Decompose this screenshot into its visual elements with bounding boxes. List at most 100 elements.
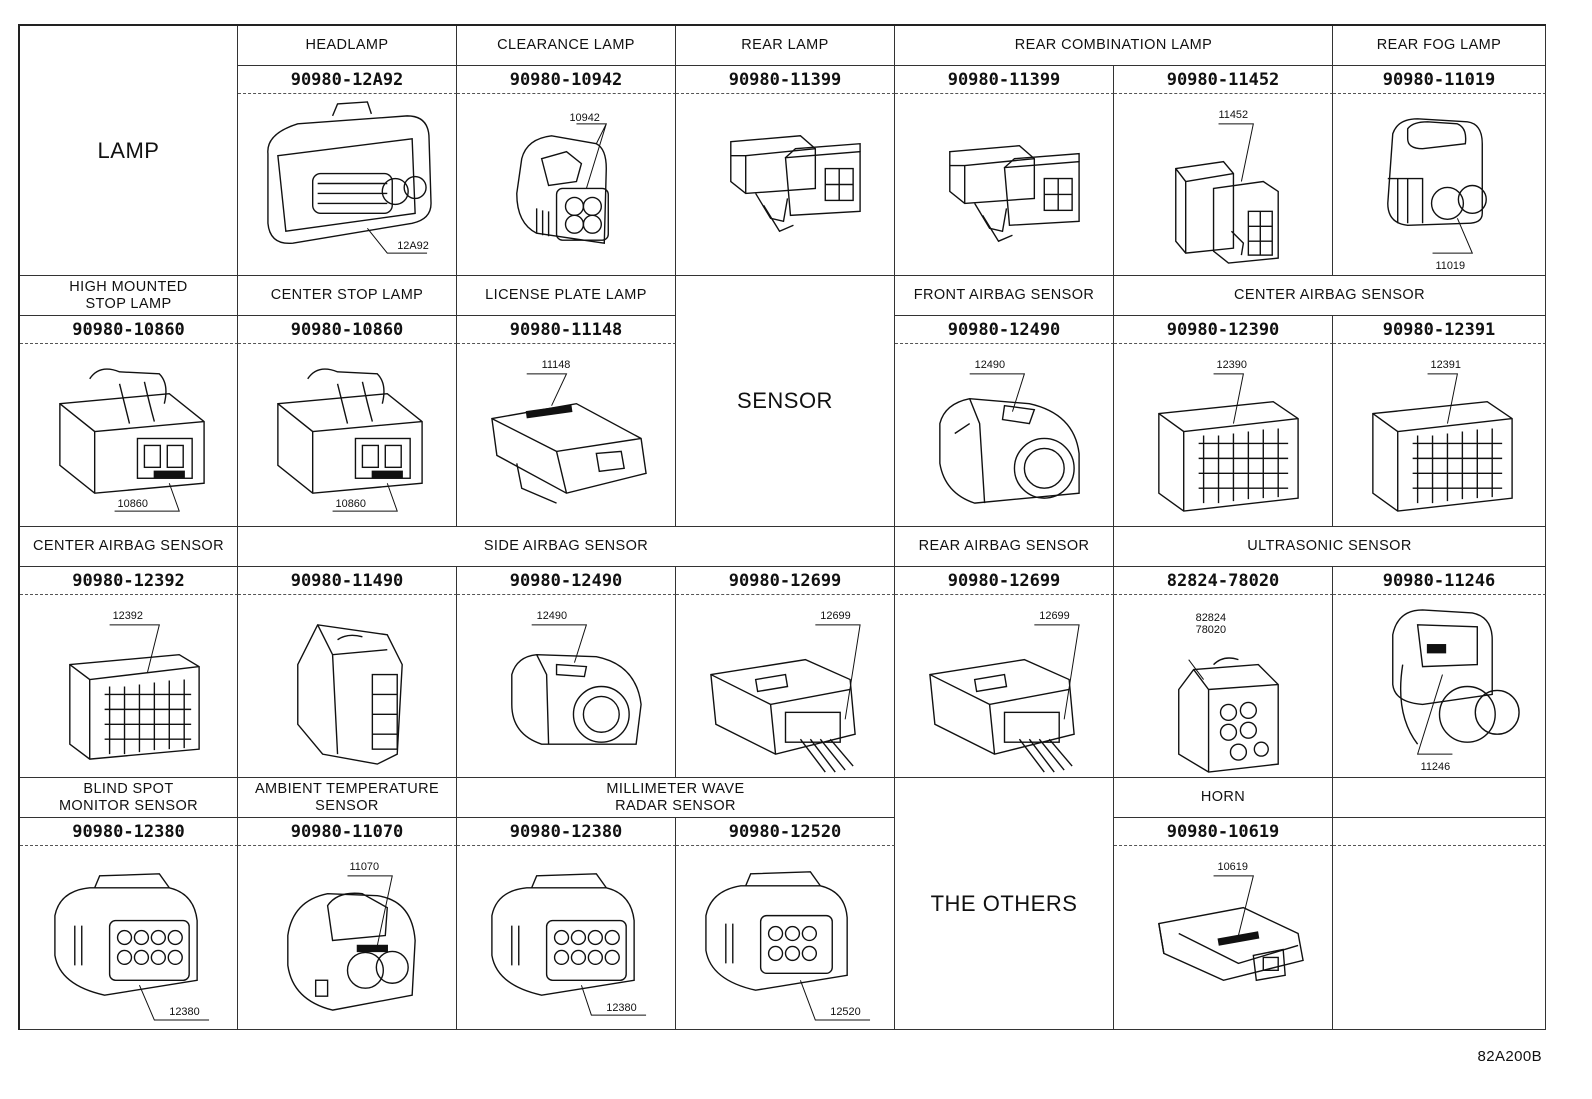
blind-spot-monitor-sensor-connector-drawing: 12380 xyxy=(20,846,238,1030)
headlamp-connector-drawing: 12A92 xyxy=(238,94,457,276)
rear-combination-lamp-connector-drawing-2: 11452 xyxy=(1114,94,1333,276)
ambient-temperature-sensor-callout: 11070 xyxy=(349,861,379,873)
ambient-temperature-sensor-header-line1: AMBIENT TEMPERATURE xyxy=(254,780,440,797)
side-airbag-sensor-header: SIDE AIRBAG SENSOR xyxy=(238,527,895,567)
rear-airbag-sensor-callout: 12699 xyxy=(1039,610,1069,622)
blind-spot-monitor-sensor-part-number: 90980-12380 xyxy=(20,818,238,846)
rear-fog-lamp-part-number: 90980-11019 xyxy=(1333,66,1546,94)
high-mounted-stop-lamp-header-line2: STOP LAMP xyxy=(85,295,172,312)
side-airbag-sensor-connector-drawing-1 xyxy=(238,595,457,778)
ultrasonic-sensor-part-number-2: 90980-11246 xyxy=(1333,567,1546,595)
rear-combination-lamp-part-number-1: 90980-11399 xyxy=(895,66,1114,94)
rear-fog-lamp-header: REAR FOG LAMP xyxy=(1333,26,1546,66)
rear-fog-lamp-callout: 11019 xyxy=(1436,260,1466,272)
high-mounted-stop-lamp-connector-drawing: 10860 xyxy=(20,344,238,527)
center-airbag-sensor-part-number-1: 90980-12390 xyxy=(1114,316,1333,344)
horn-connector-drawing: 10619 xyxy=(1114,846,1333,1030)
ultrasonic-sensor-part-number-1: 82824-78020 xyxy=(1114,567,1333,595)
center-stop-lamp-header: CENTER STOP LAMP xyxy=(238,276,457,316)
millimeter-wave-radar-sensor-callout-2: 12520 xyxy=(830,1006,860,1018)
section-the-others: THE OTHERS xyxy=(895,778,1114,1030)
section-sensor-label: SENSOR xyxy=(737,388,833,413)
center-airbag-sensor-callout-2: 12391 xyxy=(1431,359,1461,371)
millimeter-wave-radar-sensor-callout-1: 12380 xyxy=(606,1002,636,1014)
side-airbag-sensor-part-number-3: 90980-12699 xyxy=(676,567,895,595)
side-airbag-sensor-part-number-2: 90980-12490 xyxy=(457,567,676,595)
center-stop-lamp-connector-drawing: 10860 xyxy=(238,344,457,527)
blind-spot-monitor-sensor-header-line2: MONITOR SENSOR xyxy=(58,797,199,814)
high-mounted-stop-lamp-part-number: 90980-10860 xyxy=(20,316,238,344)
ultrasonic-sensor-callout-1-line1: 82824 xyxy=(1196,612,1226,624)
center-airbag-sensor-2-part-number: 90980-12392 xyxy=(20,567,238,595)
side-airbag-sensor-callout-1: 12490 xyxy=(537,610,567,622)
clearance-lamp-callout: 10942 xyxy=(569,112,599,124)
horn-part-number: 90980-10619 xyxy=(1114,818,1333,846)
rear-lamp-part-number: 90980-11399 xyxy=(676,66,895,94)
center-airbag-sensor-2-header: CENTER AIRBAG SENSOR xyxy=(20,527,238,567)
ultrasonic-sensor-connector-drawing-1: 82824 78020 xyxy=(1114,595,1333,778)
ultrasonic-sensor-callout-2: 11246 xyxy=(1421,761,1451,773)
rear-combination-lamp-connector-drawing-1 xyxy=(895,94,1114,276)
rear-airbag-sensor-connector-drawing: 12699 xyxy=(895,595,1114,778)
ultrasonic-sensor-callout-1-line2: 78020 xyxy=(1196,624,1226,636)
front-airbag-sensor-callout: 12490 xyxy=(975,359,1005,371)
section-sensor: SENSOR xyxy=(676,276,895,527)
rear-combination-lamp-header: REAR COMBINATION LAMP xyxy=(895,26,1333,66)
ambient-temperature-sensor-header-line2: SENSOR xyxy=(315,797,379,814)
center-airbag-sensor-part-number-2: 90980-12391 xyxy=(1333,316,1546,344)
millimeter-wave-radar-sensor-part-number-2: 90980-12520 xyxy=(676,818,895,846)
headlamp-callout: 12A92 xyxy=(397,240,429,252)
clearance-lamp-connector-drawing: 10942 xyxy=(457,94,676,276)
rear-combination-lamp-callout: 11452 xyxy=(1219,109,1249,121)
center-stop-lamp-callout: 10860 xyxy=(336,498,366,510)
rear-lamp-header: REAR LAMP xyxy=(676,26,895,66)
headlamp-part-number: 90980-12A92 xyxy=(238,66,457,94)
rear-lamp-connector-drawing xyxy=(676,94,895,276)
front-airbag-sensor-part-number: 90980-12490 xyxy=(895,316,1114,344)
rear-combination-lamp-part-number-2: 90980-11452 xyxy=(1114,66,1333,94)
rear-airbag-sensor-header: REAR AIRBAG SENSOR xyxy=(895,527,1114,567)
clearance-lamp-header: CLEARANCE LAMP xyxy=(457,26,676,66)
headlamp-header: HEADLAMP xyxy=(238,26,457,66)
blind-spot-monitor-sensor-header: BLIND SPOT MONITOR SENSOR xyxy=(20,778,238,818)
center-airbag-sensor-2-callout: 12392 xyxy=(113,610,143,622)
millimeter-wave-radar-sensor-connector-drawing-1: 12380 xyxy=(457,846,676,1030)
ambient-temperature-sensor-connector-drawing: 11070 xyxy=(238,846,457,1030)
empty-part-number-cell xyxy=(1333,818,1546,846)
side-airbag-sensor-callout-2: 12699 xyxy=(820,610,850,622)
rear-airbag-sensor-part-number: 90980-12699 xyxy=(895,567,1114,595)
blind-spot-monitor-sensor-callout: 12380 xyxy=(169,1006,199,1018)
millimeter-wave-radar-sensor-header-line1: MILLIMETER WAVE xyxy=(606,780,745,797)
clearance-lamp-part-number: 90980-10942 xyxy=(457,66,676,94)
high-mounted-stop-lamp-callout: 10860 xyxy=(118,498,148,510)
side-airbag-sensor-part-number-1: 90980-11490 xyxy=(238,567,457,595)
section-lamp: LAMP xyxy=(20,26,238,276)
ultrasonic-sensor-connector-drawing-2: 11246 xyxy=(1333,595,1546,778)
empty-header-cell xyxy=(1333,778,1546,818)
center-airbag-sensor-connector-drawing-1: 12390 xyxy=(1114,344,1333,527)
license-plate-lamp-connector-drawing: 11148 xyxy=(457,344,676,527)
ambient-temperature-sensor-header: AMBIENT TEMPERATURE SENSOR xyxy=(238,778,457,818)
rear-fog-lamp-connector-drawing: 11019 xyxy=(1333,94,1546,276)
side-airbag-sensor-connector-drawing-2: 12490 xyxy=(457,595,676,778)
license-plate-lamp-header: LICENSE PLATE LAMP xyxy=(457,276,676,316)
millimeter-wave-radar-sensor-connector-drawing-2: 12520 xyxy=(676,846,895,1030)
center-stop-lamp-part-number: 90980-10860 xyxy=(238,316,457,344)
center-airbag-sensor-2-connector-drawing: 12392 xyxy=(20,595,238,778)
horn-callout: 10619 xyxy=(1218,861,1248,873)
side-airbag-sensor-connector-drawing-3: 12699 xyxy=(676,595,895,778)
empty-drawing-cell xyxy=(1333,846,1546,1030)
ambient-temperature-sensor-part-number: 90980-11070 xyxy=(238,818,457,846)
figure-code: 82A200B xyxy=(1477,1048,1542,1065)
connector-chart: LAMP HEADLAMP CLEARANCE LAMP REAR LAMP R… xyxy=(18,24,1546,1030)
ultrasonic-sensor-header: ULTRASONIC SENSOR xyxy=(1114,527,1546,567)
center-airbag-sensor-header: CENTER AIRBAG SENSOR xyxy=(1114,276,1546,316)
high-mounted-stop-lamp-header-line1: HIGH MOUNTED xyxy=(69,278,188,295)
center-airbag-sensor-callout-1: 12390 xyxy=(1217,359,1247,371)
horn-header: HORN xyxy=(1114,778,1333,818)
blind-spot-monitor-sensor-header-line1: BLIND SPOT xyxy=(83,780,174,797)
millimeter-wave-radar-sensor-header-line2: RADAR SENSOR xyxy=(615,797,736,814)
center-airbag-sensor-connector-drawing-2: 12391 xyxy=(1333,344,1546,527)
license-plate-lamp-callout: 11148 xyxy=(542,359,571,371)
millimeter-wave-radar-sensor-header: MILLIMETER WAVE RADAR SENSOR xyxy=(457,778,895,818)
